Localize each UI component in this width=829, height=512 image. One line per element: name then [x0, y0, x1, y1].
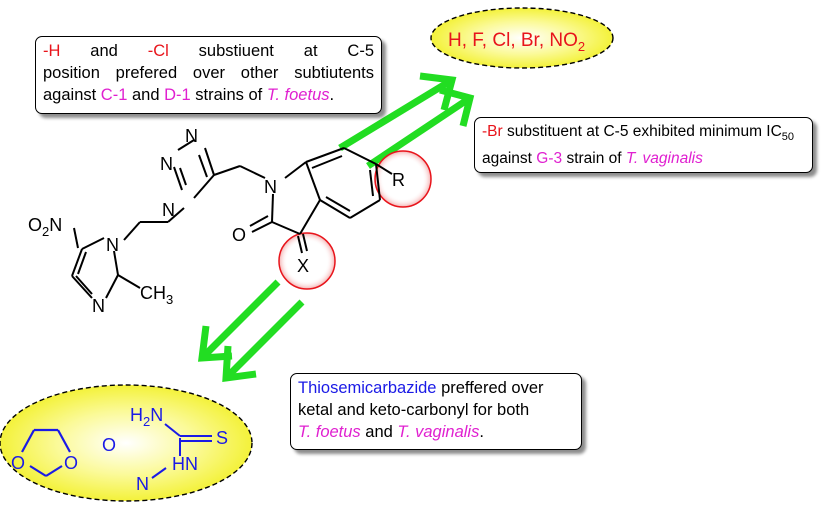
triazole-n2: N — [160, 154, 173, 174]
br-ic50-box: -Br substituent at C-5 exhibited minimum… — [474, 117, 813, 173]
c5-box-line3: against C-1 and D-1 strains of T. foetus… — [43, 86, 335, 104]
or-separator: O — [102, 435, 116, 455]
sub-h: H — [448, 30, 462, 51]
thione-s: S — [216, 428, 228, 448]
dioxolane-structure — [21, 428, 71, 477]
br-box-line2: against G-3 strain of T. vaginalis — [482, 150, 703, 168]
r-label: R — [392, 170, 405, 190]
substituent-list: H, F, Cl, Br, NO2 — [448, 30, 585, 54]
n-left-label: N — [136, 474, 149, 494]
sub-cl: Cl — [492, 30, 510, 51]
triazole-n1: N — [162, 200, 175, 220]
molecule-bonds — [71, 139, 393, 299]
replacement-oval: O O O H2N S HN N — [0, 384, 253, 502]
x-label: X — [297, 256, 309, 276]
o2n-label: O2N — [28, 215, 62, 239]
arrow-up-right — [338, 72, 475, 169]
molecule-labels: O2N N N CH3 N N N N O X R — [28, 126, 405, 316]
imidazole-n3: N — [92, 296, 105, 316]
carbonyl-o: O — [232, 225, 246, 245]
thio-box-line1: Thiosemicarbazide preffered over — [298, 379, 544, 397]
sub-no2: NO — [549, 30, 578, 51]
substituent-oval: H, F, Cl, Br, NO2 — [430, 7, 614, 69]
thio-box-line3: T. foetus and T. vaginalis. — [298, 423, 484, 441]
indole-n: N — [264, 177, 277, 197]
sub-br: Br — [521, 30, 541, 51]
x-position-circle — [278, 232, 336, 290]
imidazole-n1: N — [106, 235, 119, 255]
hn-label: HN — [172, 454, 198, 474]
sub-f: F — [472, 30, 483, 51]
r-position-circle — [374, 150, 432, 208]
c5-box-line1: -H and -Cl substiuent at C-5 — [43, 42, 374, 60]
methyl-label: CH3 — [140, 283, 173, 307]
triazole-n3: N — [185, 126, 198, 146]
thiosemicarbazide-bonds — [151, 423, 212, 479]
br-box-line1: -Br substituent at C-5 exhibited minimum… — [482, 123, 795, 144]
thiosemicarbazide-box: Thiosemicarbazide preffered over ketal a… — [290, 373, 582, 450]
h2n-label: H2N — [130, 405, 163, 429]
c5-preference-box: -H and -Cl substiuent at C-5 position pr… — [35, 36, 382, 114]
arrow-down-left — [198, 279, 305, 383]
thio-box-line2: ketal and keto-carbonyl for both — [298, 401, 530, 419]
dioxolane-o-left: O — [11, 453, 25, 473]
dioxolane-o-right: O — [64, 453, 78, 473]
c5-box-line2: position prefered over other subtiutents — [43, 64, 374, 82]
